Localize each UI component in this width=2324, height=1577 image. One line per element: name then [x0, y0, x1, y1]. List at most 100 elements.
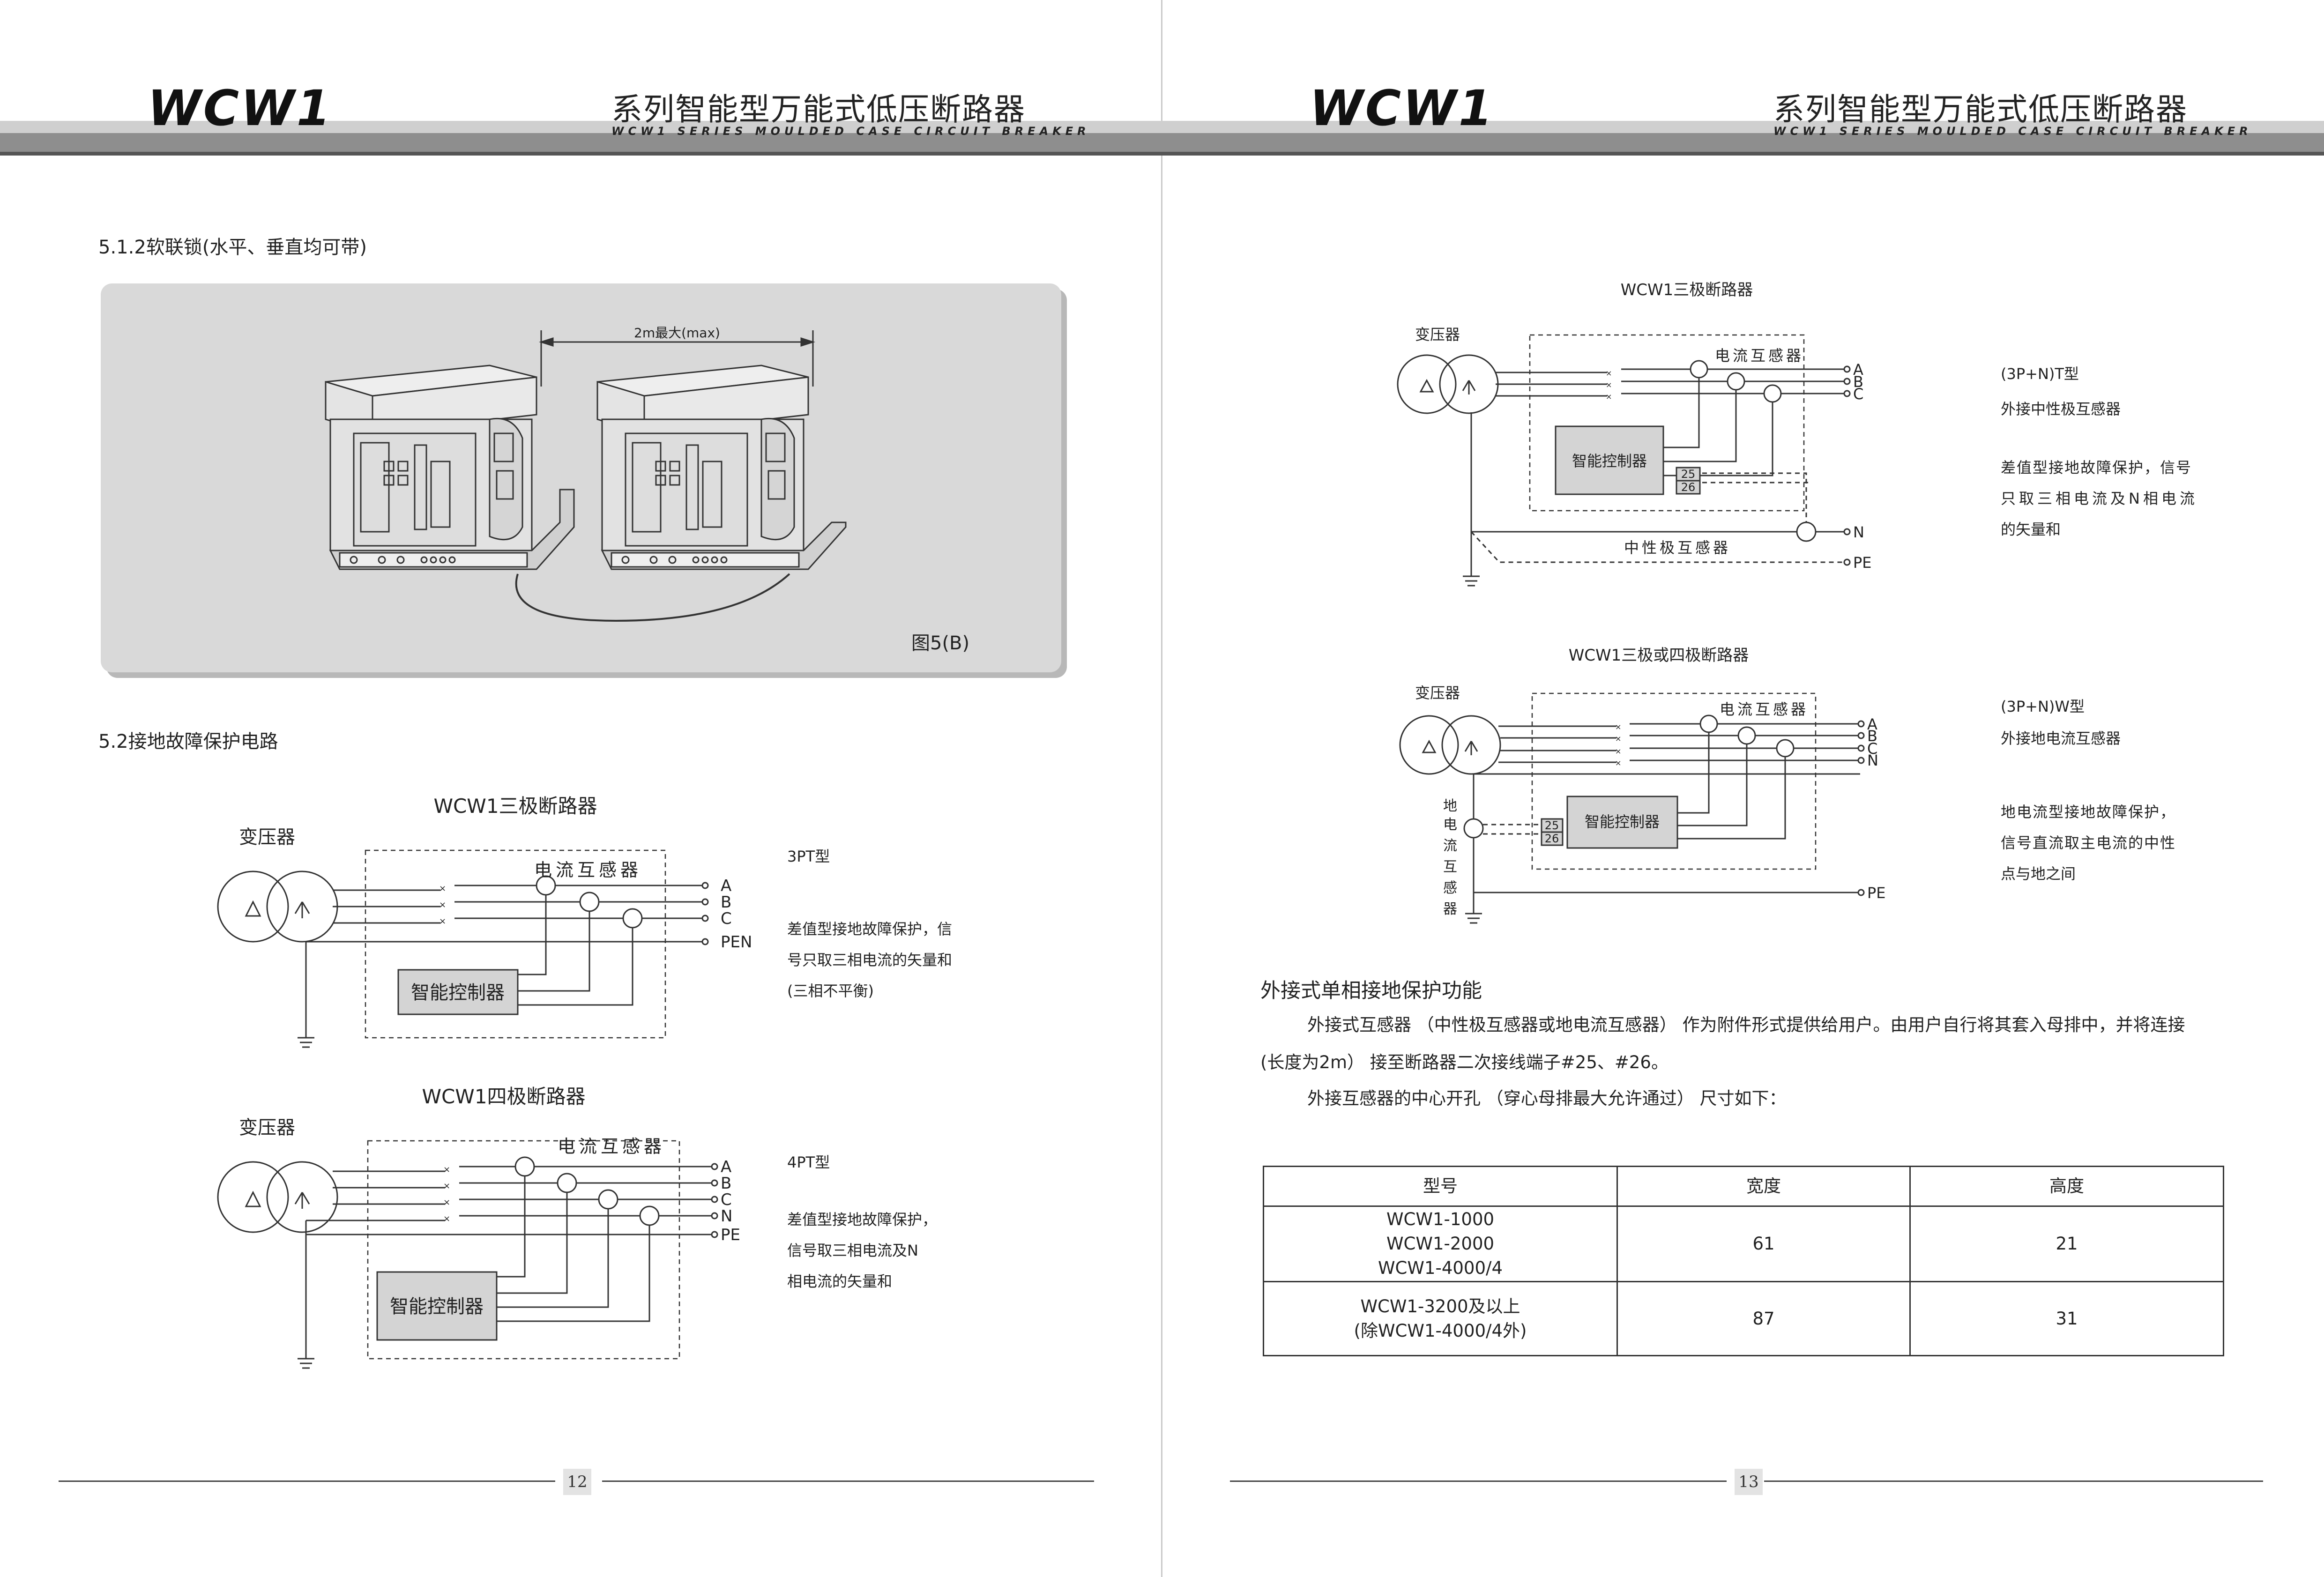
transformer-label: 变压器 [1415, 326, 1460, 343]
header-subtitle: WCW1 SERIES MOULDED CASE CIRCUIT BREAKER [1773, 125, 2252, 138]
paragraph: 外接互感器的中心开孔 （穿心母排最大允许通过） 尺寸如下： [1307, 1088, 1787, 1108]
model-name: WCW1-3200及以上 [1360, 1296, 1520, 1317]
model-cell: WCW1-3200及以上 (除WCW1-4000/4外) [1263, 1281, 1618, 1356]
controller-box [376, 1271, 498, 1341]
phase-c: C [1853, 385, 1863, 403]
svg-text:×: × [443, 1181, 450, 1191]
terminal-26 [1676, 480, 1701, 495]
figure-5b-panel: 2m最大(max) 图5(B) [101, 283, 1061, 672]
svg-text:×: × [1606, 369, 1612, 378]
svg-text:×: × [439, 916, 446, 926]
section-title-52: 5.2接地故障保护电路 [98, 731, 278, 752]
header-band [0, 121, 1162, 133]
terminal-26 [1541, 831, 1564, 846]
width-cell: 61 [1616, 1205, 1911, 1282]
svg-text:地: 地 [1443, 798, 1457, 814]
svg-text:×: × [1615, 734, 1621, 743]
svg-text:×: × [1606, 380, 1612, 389]
svg-text:×: × [439, 884, 446, 893]
phase-a: A [721, 877, 731, 895]
table-row: WCW1-3200及以上 (除WCW1-4000/4外) 87 31 [1263, 1281, 2224, 1356]
model-name: WCW1-4000/4 [1378, 1258, 1503, 1278]
svg-text:×: × [1615, 722, 1621, 731]
phase-b: B [721, 893, 731, 912]
phase-pe: PE [1867, 884, 1886, 902]
note-line: 点与地之间 [2001, 865, 2076, 883]
table-row: WCW1-1000 WCW1-2000 WCW1-4000/4 61 21 [1263, 1205, 2224, 1282]
phase-n: N [1853, 523, 1864, 541]
note-line: 号只取三相电流的矢量和 [787, 951, 953, 969]
type-label: (3P+N)T型 [2001, 365, 2079, 383]
svg-text:×: × [439, 900, 446, 910]
svg-text:互: 互 [1443, 859, 1457, 875]
brand-logo: WCW1 [1310, 80, 1495, 137]
terminal-25 [1676, 467, 1701, 482]
phase-b: B [1853, 373, 1863, 391]
note-line: 信号取三相电流及N [787, 1242, 918, 1259]
header-band [1162, 121, 2324, 133]
diagram-4pole-4pt: WCW1四极断路器 变压器 ×××× 电流互感器 [217, 1085, 740, 1369]
controller-label: 智能控制器 [1585, 813, 1660, 831]
model-name: (除WCW1-4000/4外) [1354, 1320, 1527, 1341]
diagram-title: WCW1三极或四极断路器 [1569, 646, 1749, 665]
note-line: 差值型接地故障保护，信 [787, 920, 953, 938]
svg-text:×: × [1606, 392, 1612, 401]
type-label: (3P+N)W型 [2001, 698, 2085, 715]
type-desc: 外接地电流互感器 [2001, 729, 2121, 747]
terminal-26-label: 26 [1681, 481, 1696, 494]
header-subtitle: WCW1 SERIES MOULDED CASE CIRCUIT BREAKER [611, 125, 1090, 138]
height-cell: 31 [1909, 1281, 2224, 1356]
dimension-label: 2m最大(max) [634, 325, 720, 341]
note-line: 只取三相电流及N相电流 [2001, 490, 2198, 507]
header-title: 系列智能型万能式低压断路器 [1773, 91, 2188, 127]
diagram-title: WCW1三极断路器 [433, 795, 597, 818]
height-cell: 21 [1909, 1205, 2224, 1282]
diagram-title: WCW1三极断路器 [1621, 281, 1753, 299]
figure-caption: 图5(B) [911, 632, 970, 654]
transformer-label: 变压器 [239, 826, 295, 848]
footer-rule [1764, 1480, 2263, 1482]
model-cell: WCW1-1000 WCW1-2000 WCW1-4000/4 [1263, 1205, 1618, 1282]
phase-a: A [1853, 361, 1863, 379]
controller-box [1555, 425, 1664, 495]
svg-text:×: × [443, 1214, 450, 1224]
footer-rule [59, 1480, 555, 1482]
table-header: 型号 [1263, 1166, 1618, 1207]
svg-text:流: 流 [1443, 838, 1457, 854]
svg-text:×: × [1615, 759, 1621, 767]
ct-label: 电流互感器 [534, 860, 642, 880]
page-number: 13 [1735, 1469, 1763, 1495]
phase-pe: PE [721, 1226, 740, 1244]
phase-b: B [1867, 727, 1877, 745]
note-line: 相电流的矢量和 [787, 1272, 893, 1290]
transformer-primary-icon [217, 870, 289, 943]
page-12: WCW1 系列智能型万能式低压断路器 WCW1 SERIES MOULDED C… [0, 80, 1162, 1495]
brand-logo: WCW1 [148, 80, 333, 137]
ct-label: 电流互感器 [558, 1136, 665, 1157]
svg-text:×: × [443, 1198, 450, 1207]
phase-b: B [721, 1174, 731, 1193]
ct-dimension-table: 型号 宽度 高度 WCW1-1000 WCW1-2000 WCW1-4000/4… [1263, 1166, 2224, 1356]
header-band [0, 133, 1162, 152]
diagram-3pn-w: WCW1三极或四极断路器 变压器 [1399, 646, 1886, 924]
page-13: WCW1 系列智能型万能式低压断路器 WCW1 SERIES MOULDED C… [1162, 0, 2324, 1577]
table-header: 高度 [1909, 1166, 2224, 1207]
footer-rule [1230, 1480, 1727, 1482]
transformer-primary-icon [1397, 354, 1457, 414]
type-label: 4PT型 [787, 1153, 830, 1171]
width-cell: 87 [1616, 1281, 1911, 1356]
transformer-primary-icon [1399, 715, 1459, 775]
phase-n: N [721, 1207, 732, 1226]
header-band [1162, 152, 2324, 156]
controller-label: 智能控制器 [390, 1296, 484, 1317]
diagram-3pole-3pt: WCW1三极断路器 变压器 ××× 电流互感器 智能控制器 A B [217, 795, 752, 1048]
page-number: 12 [563, 1469, 591, 1495]
model-name: WCW1-1000 [1386, 1209, 1495, 1229]
note-line: 信号直流取主电流的中性 [2001, 834, 2176, 852]
paragraph: (长度为2m） 接至断路器二次接线端子#25、#26。 [1260, 1052, 1669, 1072]
type-desc: 外接中性极互感器 [2001, 400, 2121, 418]
ground-ct-label: 地 电 流 互 感 器 [1443, 798, 1457, 917]
controller-box [1566, 796, 1678, 849]
section-title-512: 5.1.2软联锁(水平、垂直均可带) [98, 237, 367, 258]
note-line: 差值型接地故障保护， [787, 1211, 938, 1228]
